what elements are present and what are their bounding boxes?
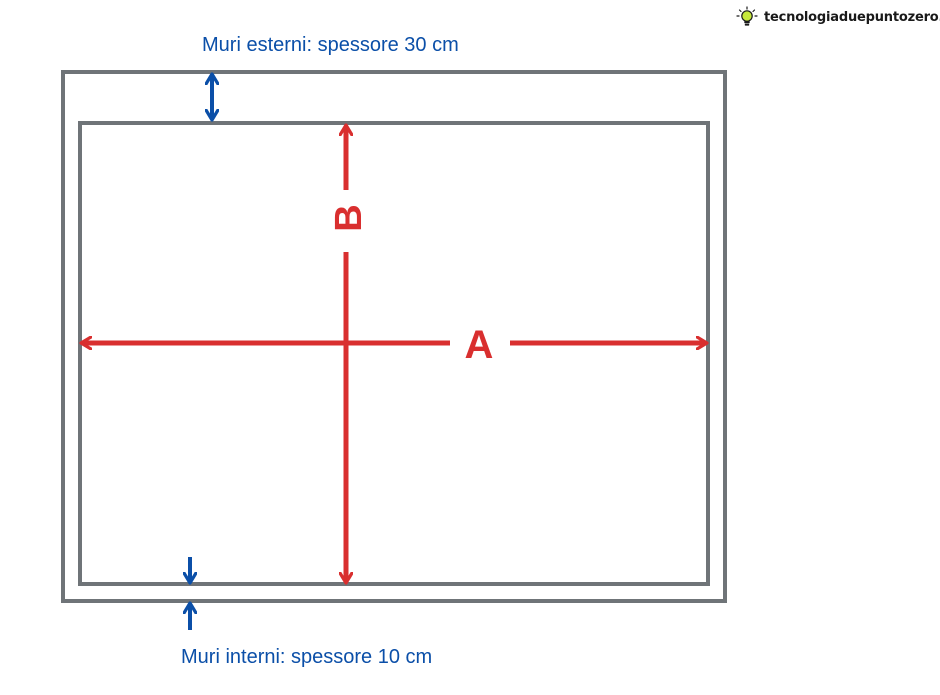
- outer-wall: [61, 70, 727, 603]
- lightbulb-icon: [736, 6, 758, 26]
- dimension-a-label: A: [465, 323, 494, 367]
- inner-walls-label: Muri interni: spessore 10 cm: [181, 646, 433, 668]
- brand-name: tecnologiaduepuntozero.it: [764, 9, 940, 25]
- outer-walls-label: Muri esterni: spessore 30 cm: [202, 34, 459, 56]
- dimension-b-label: B: [328, 204, 370, 231]
- inner-wall: [78, 121, 710, 586]
- brand-logo: tecnologiaduepuntozero.it: [736, 6, 940, 28]
